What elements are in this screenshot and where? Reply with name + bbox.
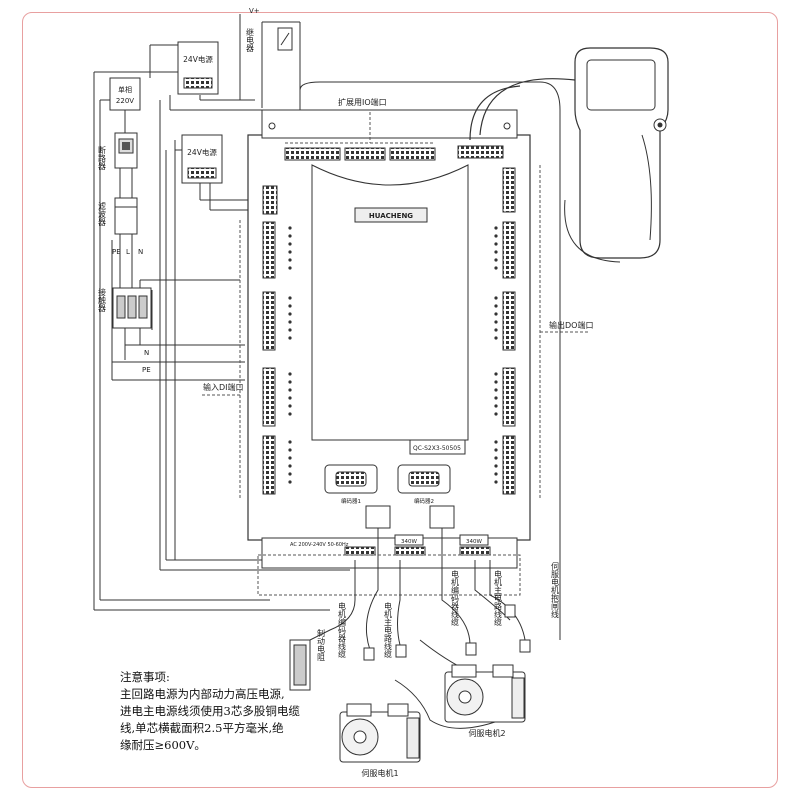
top-terminal-2: [344, 147, 386, 161]
n-bottom-label: N: [144, 349, 149, 357]
vplus-label: V+: [249, 7, 260, 15]
notes-block: 注意事项: 主回路电源为内部动力高压电源, 进电主电源线须使用3芯多股铜电缆 线…: [120, 669, 340, 754]
psu-24v-a: 24V电源: [177, 41, 219, 95]
top-terminal-3: [389, 147, 436, 161]
motor-power-cable-2-label: 电机主电路线缆: [494, 569, 503, 627]
drive1-label: 340W: [401, 539, 417, 545]
motor-power-cable-label: 电机主电路线缆: [384, 601, 393, 659]
single-phase-box: 单相 220V: [109, 77, 141, 111]
encoder1-label: 编码器1: [341, 497, 361, 505]
filter-label: 滤波器: [98, 201, 107, 227]
psu-a-label: 24V电源: [183, 54, 213, 64]
controller-board: HUACHENG QC-S2X3-50505 编码器: [247, 109, 531, 569]
input-di-label: 输入DI端口: [203, 382, 244, 392]
contactor: 接触器: [98, 287, 152, 329]
single-phase-label: 单相: [118, 85, 132, 94]
expansion-io-bracket: [285, 112, 435, 144]
l-top-label: L: [126, 248, 130, 256]
notes-line-1: 主回路电源为内部动力高压电源,: [120, 687, 285, 701]
bottom-terminal-label: AC 200V-240V 50-60Hz: [290, 542, 349, 548]
n-top-label: N: [138, 248, 143, 256]
hmi-port: [457, 145, 504, 159]
brake-resistor-label: 制动电阻: [317, 628, 326, 662]
expansion-io-label: 扩展用IO端口: [338, 97, 387, 107]
servo-motor-2-label: 伺服电机2: [468, 728, 505, 738]
model-label: QC-S2X3-50505: [413, 445, 461, 452]
filter: 滤波器: [98, 197, 138, 235]
pe-top-label: PE: [112, 248, 121, 256]
pe-bottom-label: PE: [142, 366, 151, 374]
notes-line-2: 进电主电源线须使用3芯多股铜电缆: [120, 704, 300, 718]
notes-line-4: 缘耐压≥600V。: [120, 738, 206, 752]
voltage-label: 220V: [116, 97, 134, 105]
servo-motor-1: 伺服电机1: [339, 703, 421, 778]
relay-label: 继电器: [246, 27, 255, 53]
encoder2-label: 编码器2: [414, 497, 434, 505]
motor-encoder-cable-2-label: 电机编码器线缆: [451, 569, 460, 627]
relay: V+ 继电器: [246, 7, 293, 53]
psu-b-label: 24V电源: [187, 147, 217, 157]
servo-brake-cable-label: 伺服电机抱闸线: [551, 561, 560, 618]
input-di-bracket: [200, 220, 241, 500]
output-do-label: 输出DO端口: [549, 320, 593, 330]
brake-resistor: 制动电阻: [289, 628, 326, 691]
outer-frame: [22, 12, 778, 788]
contactor-label: 接触器: [98, 287, 107, 313]
servo-motor-2: 伺服电机2: [444, 664, 526, 738]
motor-encoder-cable-label: 电机编码器线缆: [338, 601, 347, 659]
notes-title: 注意事项:: [120, 670, 170, 684]
brand-label: HUACHENG: [369, 212, 413, 220]
breaker: 断路器: [98, 132, 138, 171]
handheld-pendant: [479, 47, 669, 263]
top-terminal-1: [284, 147, 341, 161]
drive2-label: 340W: [466, 539, 482, 545]
notes-line-3: 线,单芯横截面积2.5平方毫米,绝: [120, 721, 284, 735]
output-do-bracket: [539, 165, 590, 500]
psu-24v-b: 24V电源: [181, 134, 223, 184]
breaker-label: 断路器: [98, 145, 107, 171]
servo-motor-1-label: 伺服电机1: [361, 768, 398, 778]
